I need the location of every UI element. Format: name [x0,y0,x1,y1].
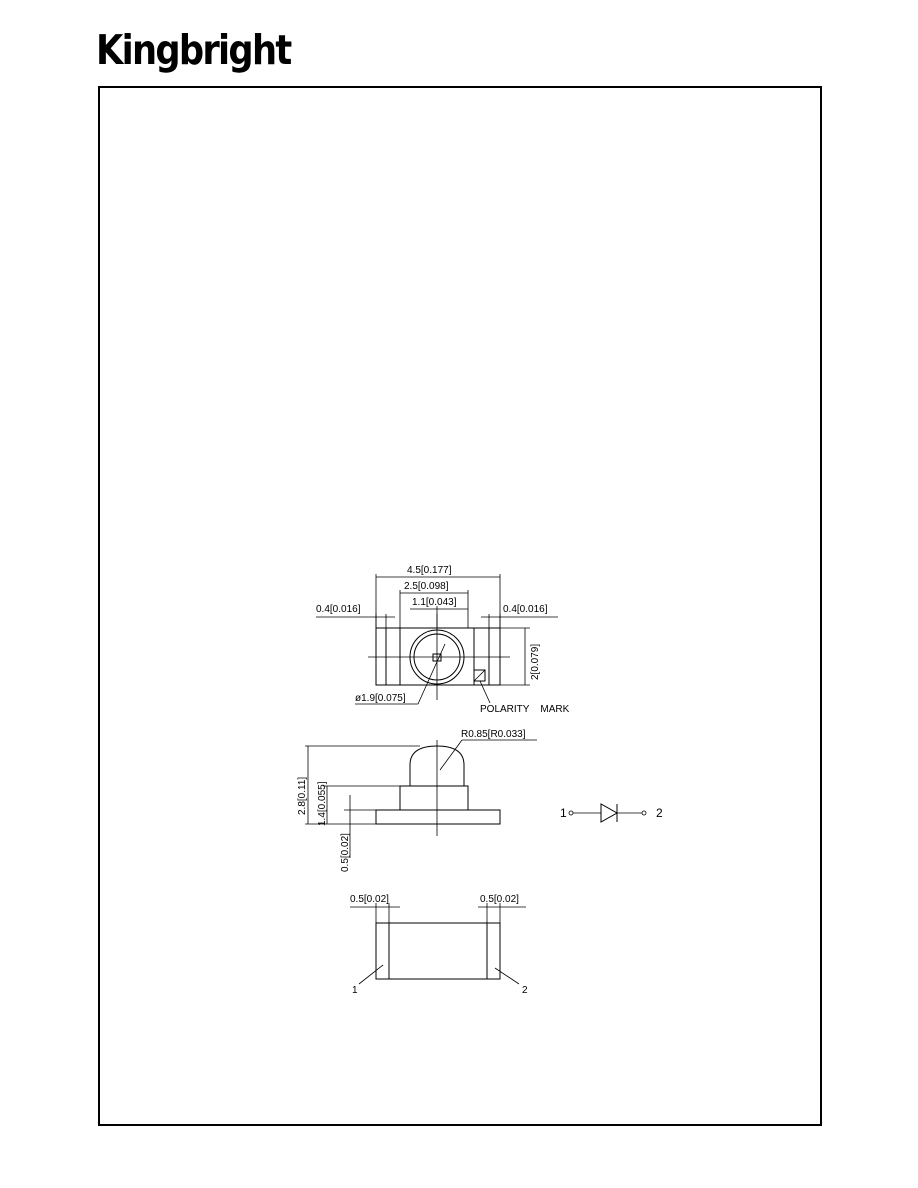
schematic-pin-1: 1 [560,806,567,820]
pin-1-terminal [568,810,574,816]
dim-left-pad: 0.4[0.016] [316,604,361,615]
dim-radius: R0.85[R0.033] [461,729,526,740]
dim-bottom-left-pad: 0.5[0.02] [350,894,389,905]
polarity-mark-square [473,669,486,682]
side-view: R0.85[R0.033] 2.8[0.11] 1.4[0.055] 0.5[0… [297,729,537,872]
radius-leader [439,739,463,771]
diode-triangle-icon [600,803,619,823]
bottom-view: 0.5[0.02] 0.5[0.02] 1 2 [350,894,528,996]
side-view-base [375,809,501,825]
polarity-mark-label: POLARITY MARK [480,704,570,715]
polarity-leader [479,680,491,704]
dim-total-height: 2.8[0.11] [297,777,308,815]
diode-schematic: 1 2 [560,803,663,823]
pin-2-terminal [641,810,647,816]
top-view: POLARITY MARK 4.5[0.177] 2.5[0.098] 1.1[… [316,565,570,715]
brand-logo: Kingbright [96,26,292,74]
lens-diameter-leader [417,643,446,705]
dim-center-height: 1.4[0.055] [317,781,328,826]
schematic-pin-2: 2 [656,806,663,820]
drawing-frame [98,86,822,1126]
dim-overall-length: 4.5[0.177] [407,565,452,576]
pin-2-leader [494,967,520,985]
dim-bottom-right-pad: 0.5[0.02] [480,894,519,905]
dim-center-offset: 1.1[0.043] [412,597,457,608]
top-view-body-outline [375,627,501,686]
polarity-mark-diagonal [473,669,486,682]
pin-1-leader [358,964,384,985]
side-view-lens-base [399,785,469,811]
bottom-pin-2: 2 [522,985,528,996]
dim-lens-base-width: 2.5[0.098] [404,581,449,592]
dim-lens-diameter: ø1.9[0.075] [355,693,406,704]
bottom-view-body [375,922,501,980]
dim-height: 2[0.079] [530,644,541,680]
dim-base-thickness: 0.5[0.02] [340,833,351,872]
dim-right-pad: 0.4[0.016] [503,604,548,615]
bottom-pin-1: 1 [352,985,358,996]
